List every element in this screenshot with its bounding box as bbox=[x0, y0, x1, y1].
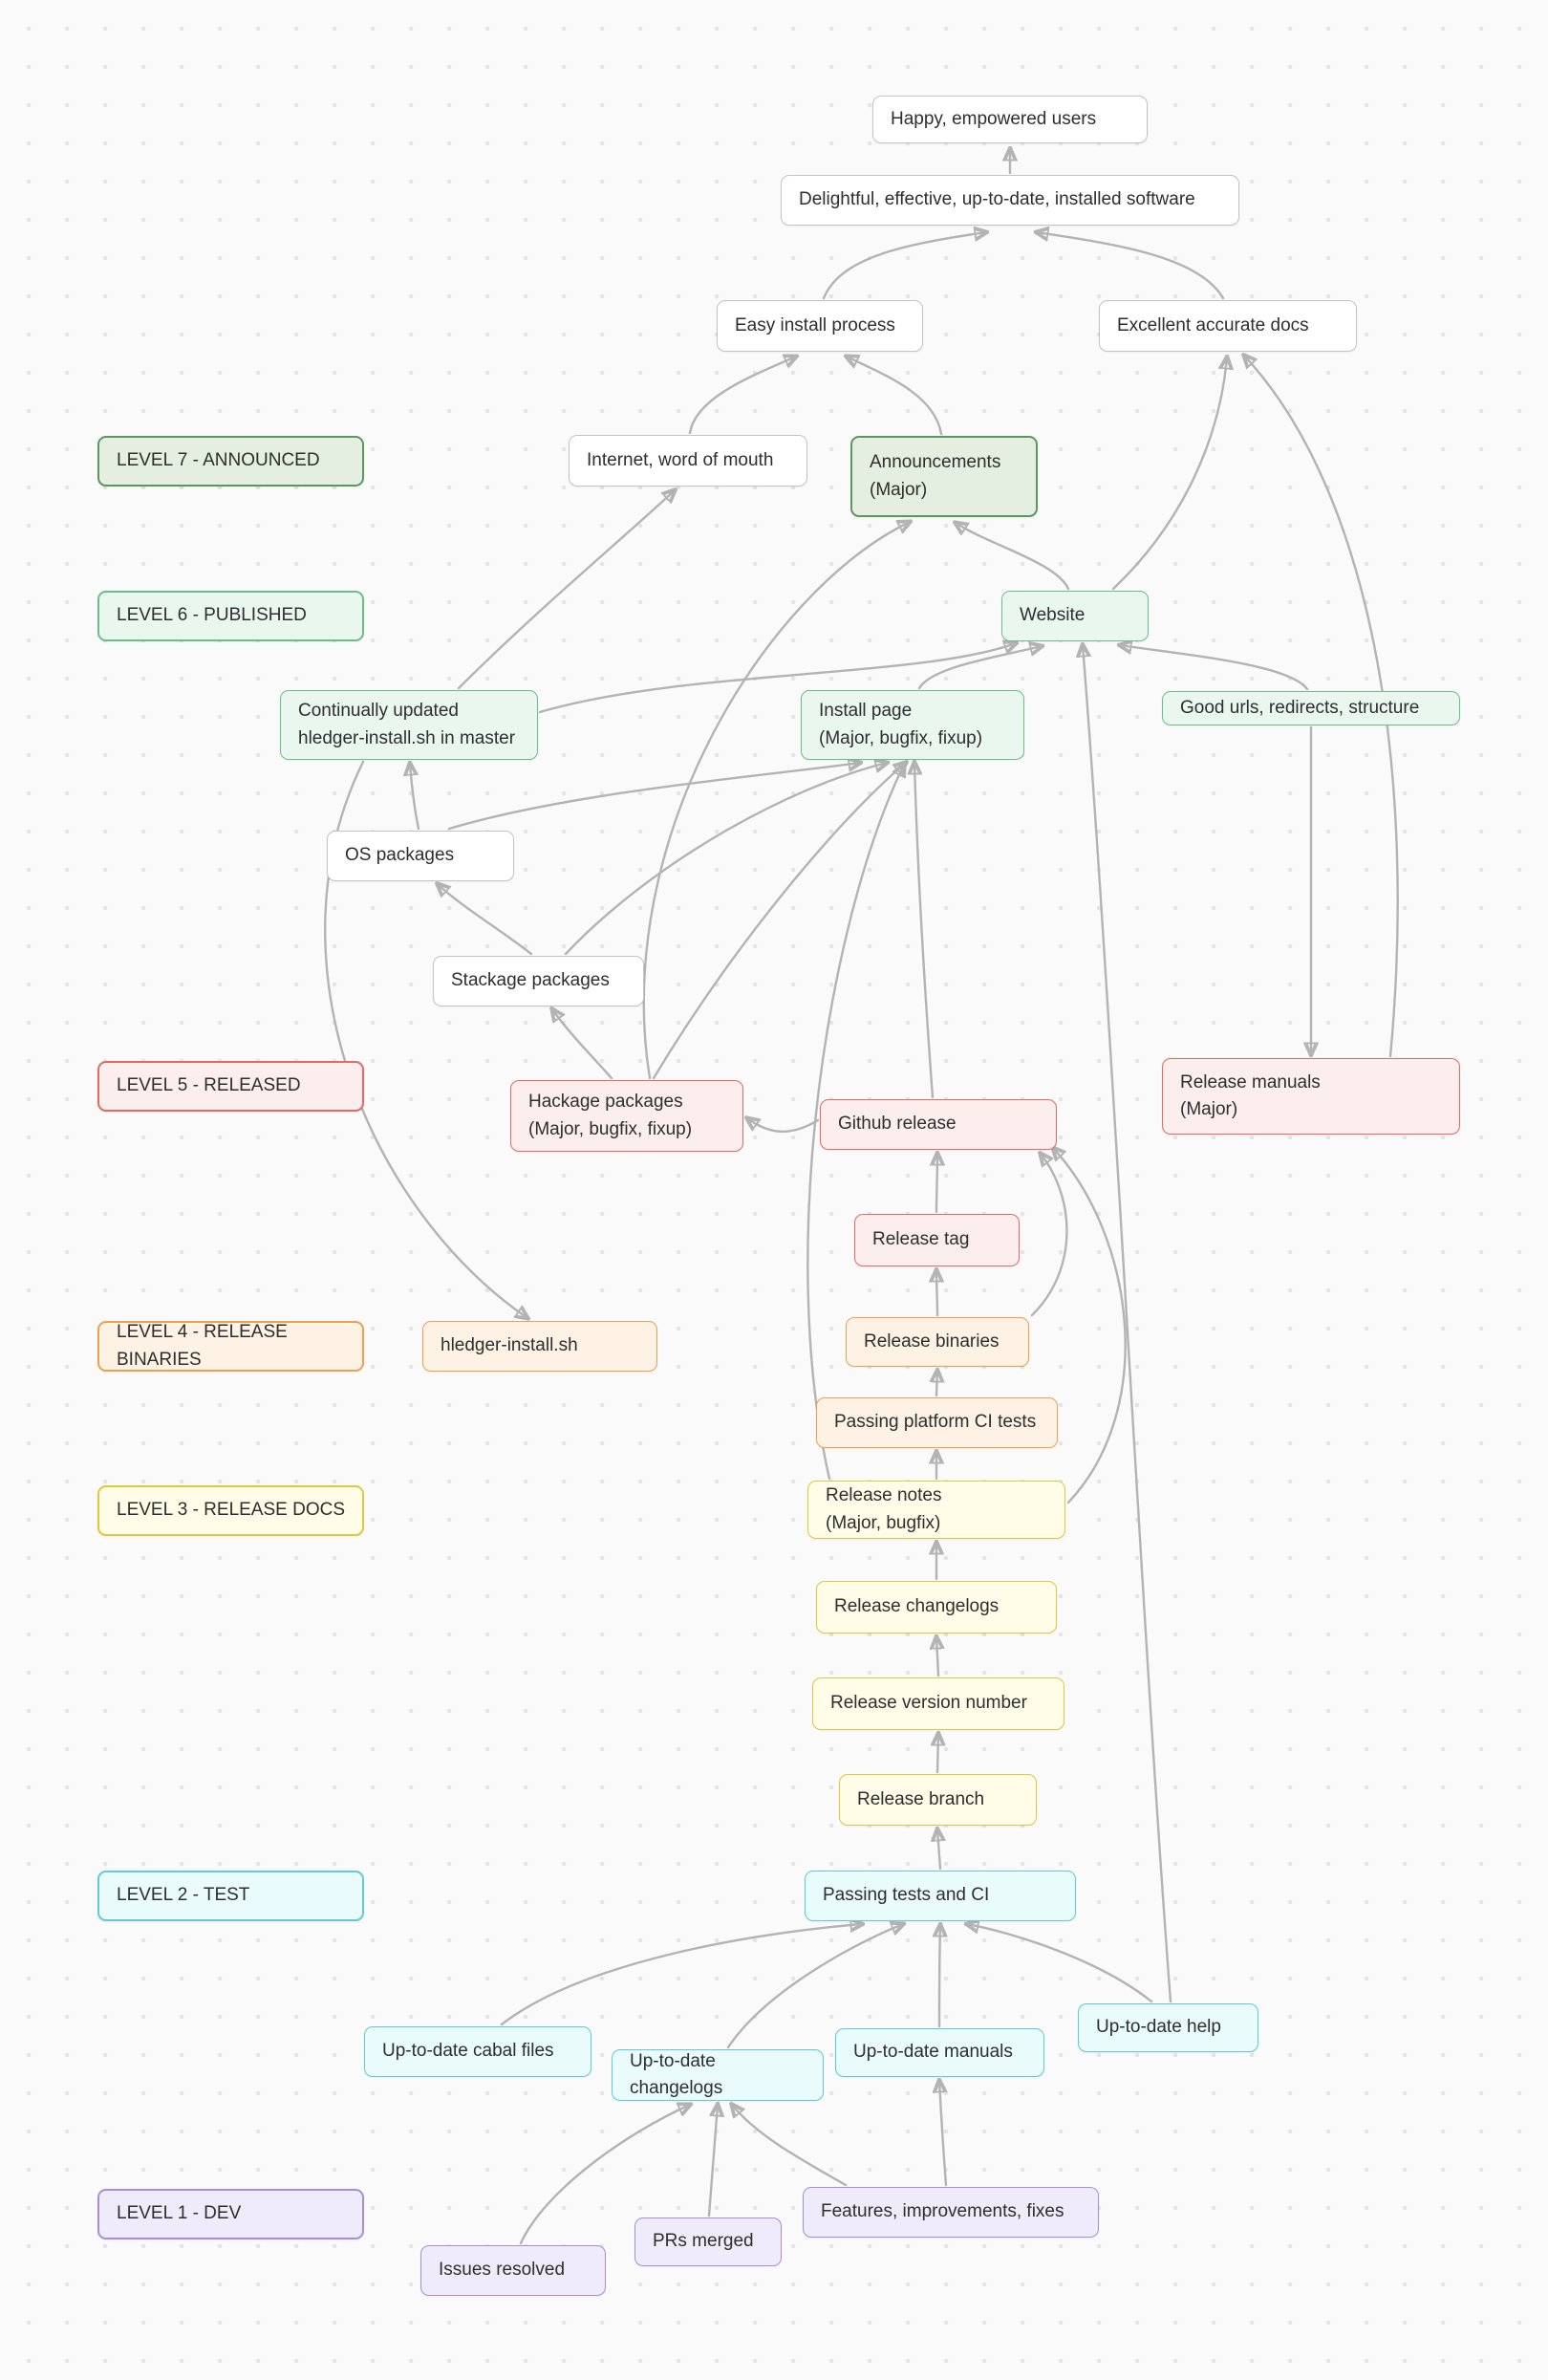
edge-easy-install-delightful bbox=[822, 232, 986, 300]
node-good-urls-redirects-structure[interactable]: Good urls, redirects, structure bbox=[1162, 691, 1460, 725]
edge-cabal-files-passing-tests bbox=[500, 1924, 862, 2026]
node-up-to-date-help[interactable]: Up-to-date help bbox=[1078, 2003, 1258, 2052]
edge-prs-merged-utd-changelogs bbox=[707, 2105, 718, 2218]
node-excellent-accurate-docs[interactable]: Excellent accurate docs bbox=[1099, 300, 1357, 352]
node-release-branch[interactable]: Release branch bbox=[839, 1774, 1037, 1826]
node-hledger-install-sh[interactable]: hledger-install.sh bbox=[422, 1321, 657, 1372]
node-website[interactable]: Website bbox=[1001, 591, 1149, 641]
node-delightful-installed-software[interactable]: Delightful, effective, up-to-date, insta… bbox=[781, 175, 1239, 226]
label-level-5-released: LEVEL 5 - RELEASED bbox=[97, 1061, 364, 1112]
node-up-to-date-manuals[interactable]: Up-to-date manuals bbox=[835, 2028, 1044, 2077]
edge-release-notes-install-page bbox=[806, 765, 904, 1481]
node-release-notes[interactable]: Release notes (Major, bugfix) bbox=[807, 1481, 1065, 1539]
edge-utd-help-passing-tests bbox=[967, 1924, 1153, 2003]
edge-utd-manuals-passing-tests bbox=[939, 1925, 940, 2028]
node-announcements[interactable]: Announcements (Major) bbox=[850, 436, 1038, 517]
edge-release-notes-github-release bbox=[1053, 1148, 1127, 1504]
edge-stackage-install-page bbox=[564, 763, 887, 956]
node-release-tag[interactable]: Release tag bbox=[854, 1214, 1020, 1266]
node-release-changelogs[interactable]: Release changelogs bbox=[816, 1581, 1057, 1634]
edge-passing-tests-release-branch bbox=[937, 1829, 940, 1871]
label-level-6-published: LEVEL 6 - PUBLISHED bbox=[97, 591, 364, 641]
node-features-improvements-fixes[interactable]: Features, improvements, fixes bbox=[803, 2187, 1099, 2238]
edge-github-release-hackage bbox=[747, 1118, 820, 1133]
edge-continually-internet bbox=[457, 490, 675, 690]
edge-release-version-release-changelogs bbox=[936, 1637, 938, 1677]
edge-os-packages-continually bbox=[410, 764, 420, 831]
node-release-binaries[interactable]: Release binaries bbox=[846, 1317, 1029, 1367]
node-easy-install-process[interactable]: Easy install process bbox=[717, 300, 923, 352]
edge-utd-help-website bbox=[1083, 645, 1172, 2003]
node-up-to-date-changelogs[interactable]: Up-to-date changelogs bbox=[612, 2049, 824, 2101]
edge-release-binaries-github-release bbox=[1030, 1154, 1068, 1317]
edge-release-branch-release-version bbox=[937, 1734, 938, 1774]
label-level-7-announced: LEVEL 7 - ANNOUNCED bbox=[97, 436, 364, 487]
node-github-release[interactable]: Github release bbox=[820, 1099, 1057, 1150]
node-release-version-number[interactable]: Release version number bbox=[812, 1677, 1064, 1730]
edge-features-utd-manuals bbox=[939, 2081, 946, 2187]
edge-utd-changelogs-passing-tests bbox=[726, 1924, 903, 2049]
node-prs-merged[interactable]: PRs merged bbox=[634, 2218, 782, 2266]
edge-good-urls-website bbox=[1120, 645, 1309, 691]
edge-stackage-os-packages bbox=[438, 884, 533, 956]
node-continually-updated-install-script[interactable]: Continually updated hledger-install.sh i… bbox=[280, 690, 538, 760]
edge-release-tag-github-release bbox=[936, 1154, 937, 1214]
edge-hackage-announcements bbox=[642, 522, 910, 1080]
edge-website-excellent-docs bbox=[1111, 357, 1227, 591]
edge-install-page-website bbox=[917, 646, 1042, 690]
node-os-packages[interactable]: OS packages bbox=[327, 831, 514, 881]
node-release-manuals[interactable]: Release manuals (Major) bbox=[1162, 1058, 1460, 1135]
label-level-3-release-docs: LEVEL 3 - RELEASE DOCS bbox=[97, 1485, 364, 1536]
node-passing-tests-and-ci[interactable]: Passing tests and CI bbox=[805, 1871, 1076, 1921]
edge-release-binaries-release-tag bbox=[936, 1270, 937, 1317]
node-hackage-packages[interactable]: Hackage packages (Major, bugfix, fixup) bbox=[510, 1080, 743, 1152]
edge-continually-website bbox=[538, 643, 1016, 714]
node-install-page[interactable]: Install page (Major, bugfix, fixup) bbox=[801, 690, 1024, 760]
edge-website-announcements bbox=[956, 523, 1070, 591]
edge-github-release-install-page bbox=[914, 763, 935, 1099]
node-issues-resolved[interactable]: Issues resolved bbox=[420, 2245, 606, 2296]
edge-excellent-docs-delightful bbox=[1037, 232, 1225, 300]
node-up-to-date-cabal-files[interactable]: Up-to-date cabal files bbox=[364, 2026, 591, 2077]
edge-release-manuals-excellent-docs bbox=[1244, 356, 1399, 1058]
edge-announcements-easy-install bbox=[847, 357, 943, 436]
label-level-2-test: LEVEL 2 - TEST bbox=[97, 1871, 364, 1921]
edge-internet-easy-install bbox=[688, 357, 796, 435]
edge-passing-platform-release-binaries bbox=[936, 1371, 937, 1397]
edge-features-utd-changelogs bbox=[732, 2105, 848, 2187]
label-level-4-release-binaries: LEVEL 4 - RELEASE BINARIES bbox=[97, 1321, 364, 1372]
node-stackage-packages[interactable]: Stackage packages bbox=[433, 956, 644, 1006]
node-passing-platform-ci-tests[interactable]: Passing platform CI tests bbox=[816, 1397, 1058, 1448]
edge-hackage-install-page bbox=[652, 763, 906, 1080]
node-internet-word-of-mouth[interactable]: Internet, word of mouth bbox=[569, 435, 807, 487]
node-happy-empowered-users[interactable]: Happy, empowered users bbox=[872, 96, 1148, 143]
label-level-1-dev: LEVEL 1 - DEV bbox=[97, 2189, 364, 2239]
edge-os-packages-install-page bbox=[447, 763, 860, 831]
edge-issues-resolved-utd-changelogs bbox=[519, 2105, 690, 2245]
edge-hackage-stackage bbox=[552, 1009, 613, 1080]
